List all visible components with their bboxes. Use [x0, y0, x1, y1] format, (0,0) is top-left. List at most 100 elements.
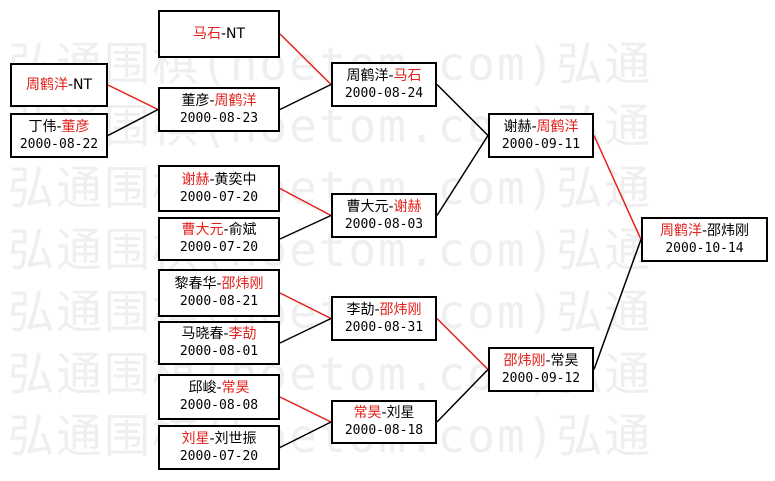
- player-name: 李劼: [346, 301, 375, 318]
- match-players: 周鹤洋-马石: [346, 67, 421, 85]
- winner-connector-line: [593, 135, 642, 240]
- winner-connector-line: [436, 317, 489, 371]
- player-name: 常昊: [353, 405, 382, 421]
- player-name: 马石: [393, 67, 422, 84]
- match-date: 2000-08-31: [344, 319, 424, 335]
- player-name: 俞斌: [228, 222, 257, 238]
- versus-dash: -: [388, 67, 394, 84]
- connector-line: [279, 83, 332, 111]
- match-players: 曹大元-俞斌: [181, 221, 256, 239]
- versus-dash: -: [388, 198, 394, 215]
- player-name: 谢赫: [181, 171, 210, 188]
- player-name: 邱峻: [188, 380, 217, 396]
- versus-dash: -: [381, 405, 387, 421]
- player-name: 刘星: [386, 405, 415, 421]
- versus-dash: -: [209, 92, 215, 109]
- player-name: 李劼: [228, 326, 257, 342]
- match-date: 2000-07-20: [179, 240, 259, 255]
- player-name: 周鹤洋: [214, 92, 257, 109]
- player-name: 周鹤洋: [346, 67, 389, 84]
- player-name: 曹大元: [346, 198, 389, 215]
- connector-line: [593, 239, 642, 370]
- player-name: 谢赫: [393, 198, 422, 215]
- match-date: 2000-10-14: [665, 240, 744, 256]
- winner-connector-line: [279, 187, 332, 217]
- match-date: 2000-07-20: [179, 448, 259, 464]
- connector-line: [436, 368, 489, 423]
- player-name: 黄奕中: [214, 171, 257, 188]
- player-name: 马石: [192, 26, 221, 42]
- player-name: NT: [73, 77, 93, 93]
- match-players: 马石-NT: [193, 25, 245, 43]
- match-players: 周鹤洋-邵炜刚: [660, 222, 749, 240]
- winner-connector-line: [107, 84, 159, 111]
- match-date: 2000-09-12: [501, 370, 581, 386]
- player-name: 周鹤洋: [25, 77, 68, 93]
- match-players: 曹大元-谢赫: [346, 198, 421, 216]
- player-name: 邵炜刚: [503, 352, 546, 369]
- match-date: 2000-08-22: [19, 136, 99, 152]
- match-players: 邱峻-常昊: [188, 379, 249, 397]
- player-name: 黎春华: [174, 276, 217, 292]
- match-players: 丁伟-董彦: [28, 118, 89, 136]
- match-date: 2000-08-23: [179, 110, 259, 126]
- player-name: 马晓春: [181, 326, 224, 342]
- player-name: 邵炜刚: [379, 301, 422, 318]
- versus-dash: -: [56, 118, 62, 135]
- match-date: 2000-07-20: [179, 189, 259, 205]
- match-players: 周鹤洋-NT: [26, 76, 92, 94]
- match-date: 2000-08-03: [344, 216, 424, 232]
- match-players: 邵炜刚-常昊: [503, 352, 578, 370]
- match-date: 2000-08-18: [344, 423, 424, 438]
- connector-line: [279, 421, 332, 449]
- versus-dash: -: [216, 380, 222, 396]
- versus-dash: -: [209, 171, 215, 188]
- player-name: 董彦: [181, 92, 210, 109]
- match-players: 董彦-周鹤洋: [181, 92, 256, 110]
- player-name: 邵炜刚: [707, 222, 750, 239]
- player-name: 周鹤洋: [659, 222, 702, 239]
- match-date: 2000-09-11: [501, 136, 581, 152]
- match-date: 2000-08-08: [179, 398, 259, 413]
- connector-line: [107, 108, 159, 137]
- player-name: 丁伟: [28, 118, 57, 135]
- player-name: 刘世振: [214, 430, 257, 447]
- match-players: 谢赫-周鹤洋: [503, 118, 578, 136]
- winner-connector-line: [279, 33, 332, 86]
- player-name: 董彦: [61, 118, 90, 135]
- connector-line: [436, 83, 489, 137]
- versus-dash: -: [701, 222, 708, 239]
- match-players: 刘星-刘世振: [181, 430, 256, 448]
- player-name: 常昊: [221, 380, 250, 396]
- match-players: 常昊-刘星: [353, 404, 414, 422]
- versus-dash: -: [223, 222, 229, 238]
- connector-line: [436, 135, 489, 216]
- player-name: 曹大元: [181, 222, 224, 238]
- match-players: 黎春华-邵炜刚: [174, 275, 263, 293]
- match-date: 2000-08-24: [344, 85, 424, 101]
- match-date: 2000-08-21: [179, 294, 259, 309]
- player-name: 谢赫: [503, 118, 532, 135]
- versus-dash: -: [209, 430, 215, 447]
- match-players: 李劼-邵炜刚: [346, 301, 421, 319]
- match-players: 谢赫-黄奕中: [181, 171, 256, 189]
- versus-dash: -: [67, 77, 74, 93]
- match-players: 马晓春-李劼: [181, 325, 256, 343]
- versus-dash: -: [220, 26, 227, 42]
- player-name: 周鹤洋: [536, 118, 579, 135]
- match-box-r1-2: 周鹤洋-NT: [10, 63, 108, 107]
